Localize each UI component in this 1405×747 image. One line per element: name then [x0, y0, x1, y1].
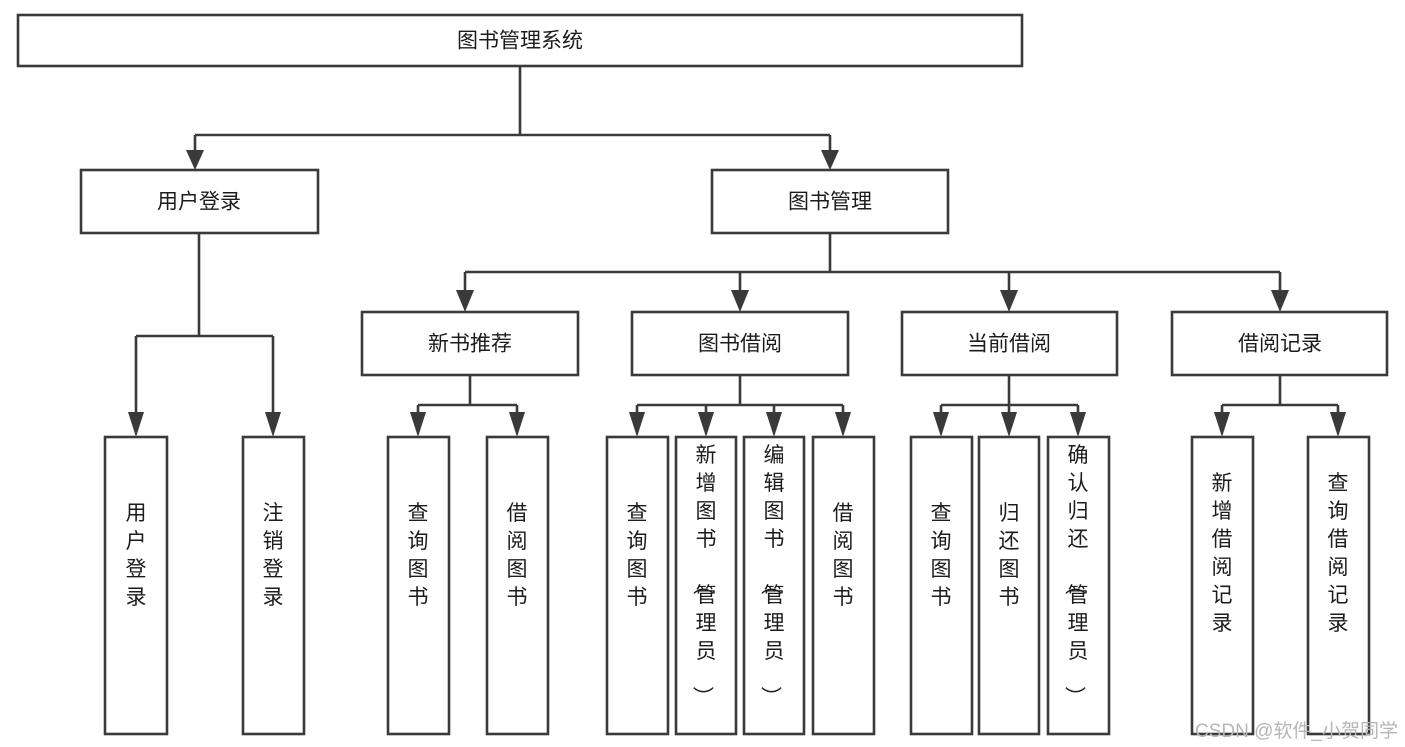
leaf-query-book-cur-box[interactable]: [909, 435, 974, 736]
leaf-confirm-return-label: 确认归还（管理员）: [1063, 444, 1089, 707]
leaf-add-record-box[interactable]: [1190, 435, 1255, 736]
leaf-query-record-label: 查询借阅记录: [1328, 472, 1349, 635]
arrow-head-leaf-edit-book: [766, 412, 782, 437]
leaf-add-record[interactable]: 新增借阅记录: [1190, 435, 1255, 736]
arrow-head-leaf-user-logout: [265, 412, 281, 437]
arrow-head-leaf-add-record: [1214, 412, 1230, 437]
node-current-borrow-box[interactable]: [900, 310, 1119, 377]
leaf-query-book-rec-label: 查询图书: [408, 502, 429, 609]
node-root-box[interactable]: [16, 13, 1024, 68]
node-book-borrow-label: 图书借阅: [698, 333, 782, 356]
connector-layer: [128, 66, 1346, 437]
arrow-head-user-login: [186, 150, 204, 170]
node-book-manage-box[interactable]: [710, 168, 950, 235]
arrow-head-leaf-query-book-rec: [410, 412, 426, 437]
arrow-head-leaf-return-book: [1001, 412, 1017, 437]
leaf-borrow-book-rec-label: 借阅图书: [507, 502, 528, 609]
leaf-user-login-box[interactable]: [103, 435, 169, 736]
leaf-borrow-book-box[interactable]: [811, 435, 876, 736]
node-current-borrow-label: 当前借阅: [967, 333, 1051, 356]
arrow-head-leaf-add-book: [698, 412, 714, 437]
node-borrow-record-box[interactable]: [1170, 310, 1389, 377]
node-borrow-record-label: 借阅记录: [1238, 333, 1322, 356]
node-current-borrow[interactable]: 当前借阅: [900, 310, 1119, 377]
leaf-user-logout-label: 注销登录: [263, 502, 284, 609]
leaf-query-record[interactable]: 查询借阅记录: [1306, 435, 1371, 736]
node-book-manage-label: 图书管理: [788, 191, 872, 214]
leaf-user-login-label: 用户登录: [126, 502, 147, 609]
node-new-book-recommend[interactable]: 新书推荐: [360, 310, 580, 377]
leaf-user-logout-box[interactable]: [241, 435, 306, 736]
leaf-query-record-box[interactable]: [1306, 435, 1371, 736]
leaf-user-logout[interactable]: 注销登录: [241, 435, 306, 736]
node-borrow-record[interactable]: 借阅记录: [1170, 310, 1389, 377]
arrow-head-book-manage: [821, 150, 839, 170]
arrow-head-leaf-confirm-return: [1070, 412, 1086, 437]
node-user-login-label: 用户登录: [157, 191, 241, 214]
leaf-add-book-box[interactable]: [674, 435, 738, 736]
leaf-query-book-bor[interactable]: 查询图书: [605, 435, 670, 736]
arrow-head-leaf-user-login: [128, 412, 144, 437]
arrow-head-current-borrow: [1000, 290, 1018, 312]
leaf-edit-book[interactable]: 编辑图书（管理员）: [742, 435, 806, 736]
csdn-watermark: CSDN @软件_小贺同学: [1195, 720, 1398, 742]
leaf-return-book-label: 归还图书: [999, 502, 1020, 609]
node-root-label: 图书管理系统: [457, 30, 583, 53]
node-book-borrow[interactable]: 图书借阅: [630, 310, 850, 377]
arrow-head-leaf-borrow-book: [835, 412, 851, 437]
leaf-return-book-box[interactable]: [977, 435, 1041, 736]
arrow-head-borrow-record: [1271, 290, 1289, 312]
leaf-borrow-book-rec[interactable]: 借阅图书: [485, 435, 550, 736]
leaf-add-book-label: 新增图书（管理员）: [691, 444, 717, 707]
arrow-head-book-borrow: [731, 290, 749, 312]
leaf-borrow-book[interactable]: 借阅图书: [811, 435, 876, 736]
node-user-login[interactable]: 用户登录: [79, 168, 320, 235]
leaf-query-book-cur[interactable]: 查询图书: [909, 435, 974, 736]
arrow-head-leaf-query-book-bor: [629, 412, 645, 437]
arrow-head-leaf-query-record: [1330, 412, 1346, 437]
node-new-book-recommend-label: 新书推荐: [428, 333, 512, 356]
leaf-add-record-label: 新增借阅记录: [1212, 472, 1233, 635]
leaf-confirm-return[interactable]: 确认归还（管理员）: [1046, 435, 1111, 736]
arrow-head-leaf-query-book-cur: [933, 412, 949, 437]
node-book-borrow-box[interactable]: [630, 310, 850, 377]
arrow-head-new-book-recommend: [456, 290, 474, 312]
node-root[interactable]: 图书管理系统: [16, 13, 1024, 68]
leaf-query-book-rec[interactable]: 查询图书: [386, 435, 451, 736]
leaf-query-book-rec-box[interactable]: [386, 435, 451, 736]
leaf-query-book-bor-box[interactable]: [605, 435, 670, 736]
leaf-borrow-book-label: 借阅图书: [833, 502, 854, 609]
leaf-user-login[interactable]: 用户登录: [103, 435, 169, 736]
leaf-return-book[interactable]: 归还图书: [977, 435, 1041, 736]
node-user-login-box[interactable]: [79, 168, 320, 235]
leaf-edit-book-box[interactable]: [742, 435, 806, 736]
arrow-head-leaf-borrow-book-rec: [509, 412, 525, 437]
leaf-borrow-book-rec-box[interactable]: [485, 435, 550, 736]
leaf-confirm-return-box[interactable]: [1046, 435, 1111, 736]
leaf-add-book[interactable]: 新增图书（管理员）: [674, 435, 738, 736]
node-book-manage[interactable]: 图书管理: [710, 168, 950, 235]
leaf-edit-book-label: 编辑图书（管理员）: [759, 444, 785, 707]
leaf-query-book-cur-label: 查询图书: [931, 502, 952, 609]
node-new-book-recommend-box[interactable]: [360, 310, 580, 377]
leaf-query-book-bor-label: 查询图书: [627, 502, 648, 609]
